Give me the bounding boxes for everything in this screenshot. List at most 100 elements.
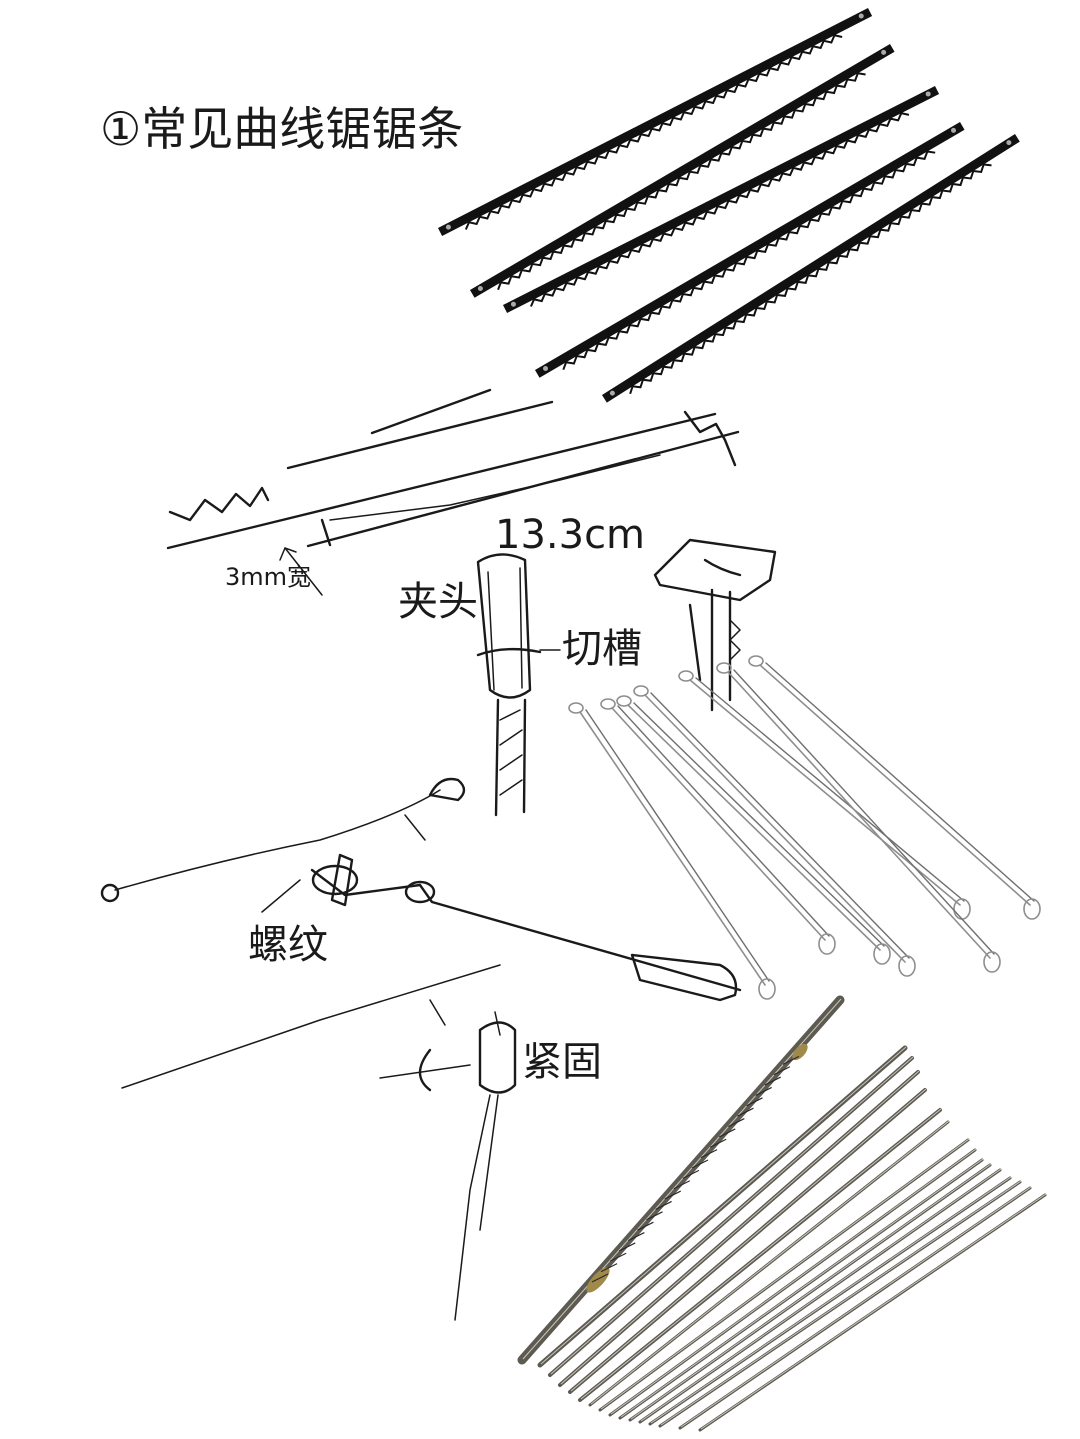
spiral-wrap [691,1159,709,1169]
blade-shaft [494,698,527,817]
brass-band [792,1043,808,1061]
spiral-wrap [719,1128,736,1138]
pin-end-left [320,518,332,547]
spiral-wrap [655,1200,672,1210]
handle-shaft [310,868,742,992]
round-blade [578,1108,942,1402]
round-blade [648,1176,1012,1426]
round-blade [537,1045,908,1368]
spiral-wrap [609,1252,627,1262]
holder-arrow [688,603,702,682]
spiral-wrap [664,1190,681,1200]
flat-blade-sketch: 3mm宽 [166,388,740,596]
page-title: ①常见曲线锯锯条 [100,102,463,156]
spiral-wire-blade [716,662,1001,973]
holder-teeth [729,619,741,661]
spiral-wire-blade [568,702,776,1000]
tighten-label: 紧固 [522,1039,602,1085]
clamp-head-sketch: 13.3cm 夹头 切槽 [398,512,645,817]
round-blade [698,1193,1047,1432]
flat-blade [470,44,895,298]
spiral-wire-blade [616,695,891,965]
tighten-arrow [379,1064,471,1079]
spiral-wrap [682,1169,700,1179]
spiral-wrap [646,1211,663,1221]
flat-blades-photo [438,8,1020,403]
spiral-wrap [700,1149,718,1159]
wire-end-loop [100,883,120,903]
holder-blade [710,588,732,712]
round-blade [568,1088,927,1394]
spiral-wrap [755,1086,772,1096]
spiral-wrap [591,1273,609,1283]
screw-knob [311,864,359,896]
sketch-line [370,388,492,435]
length-label: 13.3cm [495,512,645,558]
spiral-wrap [600,1263,618,1273]
wire-saw-sketch: 螺纹 [100,777,742,1002]
flat-blade [503,86,940,314]
width-arrow [284,547,323,596]
round-blade [658,1180,1022,1428]
flat-blade [602,134,1020,403]
spiral-wrap [619,1242,636,1252]
wing-nut [330,853,354,907]
brass-band [586,1267,610,1293]
handle-grip [630,953,738,1002]
rotate-arrow [418,1048,432,1092]
slot-line [476,647,542,657]
down-arrow [404,814,426,841]
screw-thread-label: 螺纹 [248,922,328,968]
spiral-wire-blade [748,655,1041,920]
sketch-line [286,400,554,470]
tooth-line [329,454,661,521]
spiral-wrap [746,1097,763,1107]
cut-slot-label: 切槽 [562,626,642,672]
thread-arrow [261,879,301,913]
spiral-wrap [764,1076,781,1086]
holder-plate [653,538,777,602]
spiral-wrap [782,1055,800,1065]
round-blades-bundle-photo [517,995,1047,1432]
round-blade [598,1138,970,1412]
blade-back-edge [166,412,717,550]
clamp-inner [487,567,523,691]
spiral-wrap [773,1066,791,1076]
collar-pin [494,1011,501,1036]
tighten-sketch: 紧固 [121,964,602,1321]
round-blade [608,1148,977,1417]
clamp-body [476,553,532,699]
round-blade [638,1168,1002,1424]
round-blade [618,1158,984,1420]
screw-collar [404,880,436,904]
round-blade [588,1120,950,1407]
tighten-collar [478,1021,517,1094]
spiral-wrap [709,1138,727,1148]
spiral-wrap [673,1180,691,1190]
arrow-head [279,547,297,561]
hanging-wire [454,1094,499,1321]
wire-top-loop [428,777,466,802]
round-blade [678,1186,1032,1430]
wire-blade-line [121,964,501,1089]
spiral-wire-blade [678,670,971,920]
pin-hook [703,558,742,577]
round-blade [558,1070,920,1387]
width-label: 3mm宽 [225,563,311,591]
spiral-wire-blades-photo [568,655,1041,1000]
flat-blade [535,122,965,378]
spiral-wrap [728,1118,745,1128]
round-blade [548,1056,914,1377]
spiral-wire-blade [600,698,836,955]
spiral-wrap [737,1107,754,1117]
pin-end [683,410,737,467]
spiral-wrap [637,1221,654,1231]
flat-blade [438,8,873,237]
spiral-wire-blade [633,685,916,977]
round-blade [628,1163,992,1422]
wire-line [114,789,441,891]
clamp-head-label: 夹头 [398,579,478,625]
round-blade [517,995,845,1365]
pin-holder-sketch [653,538,777,712]
